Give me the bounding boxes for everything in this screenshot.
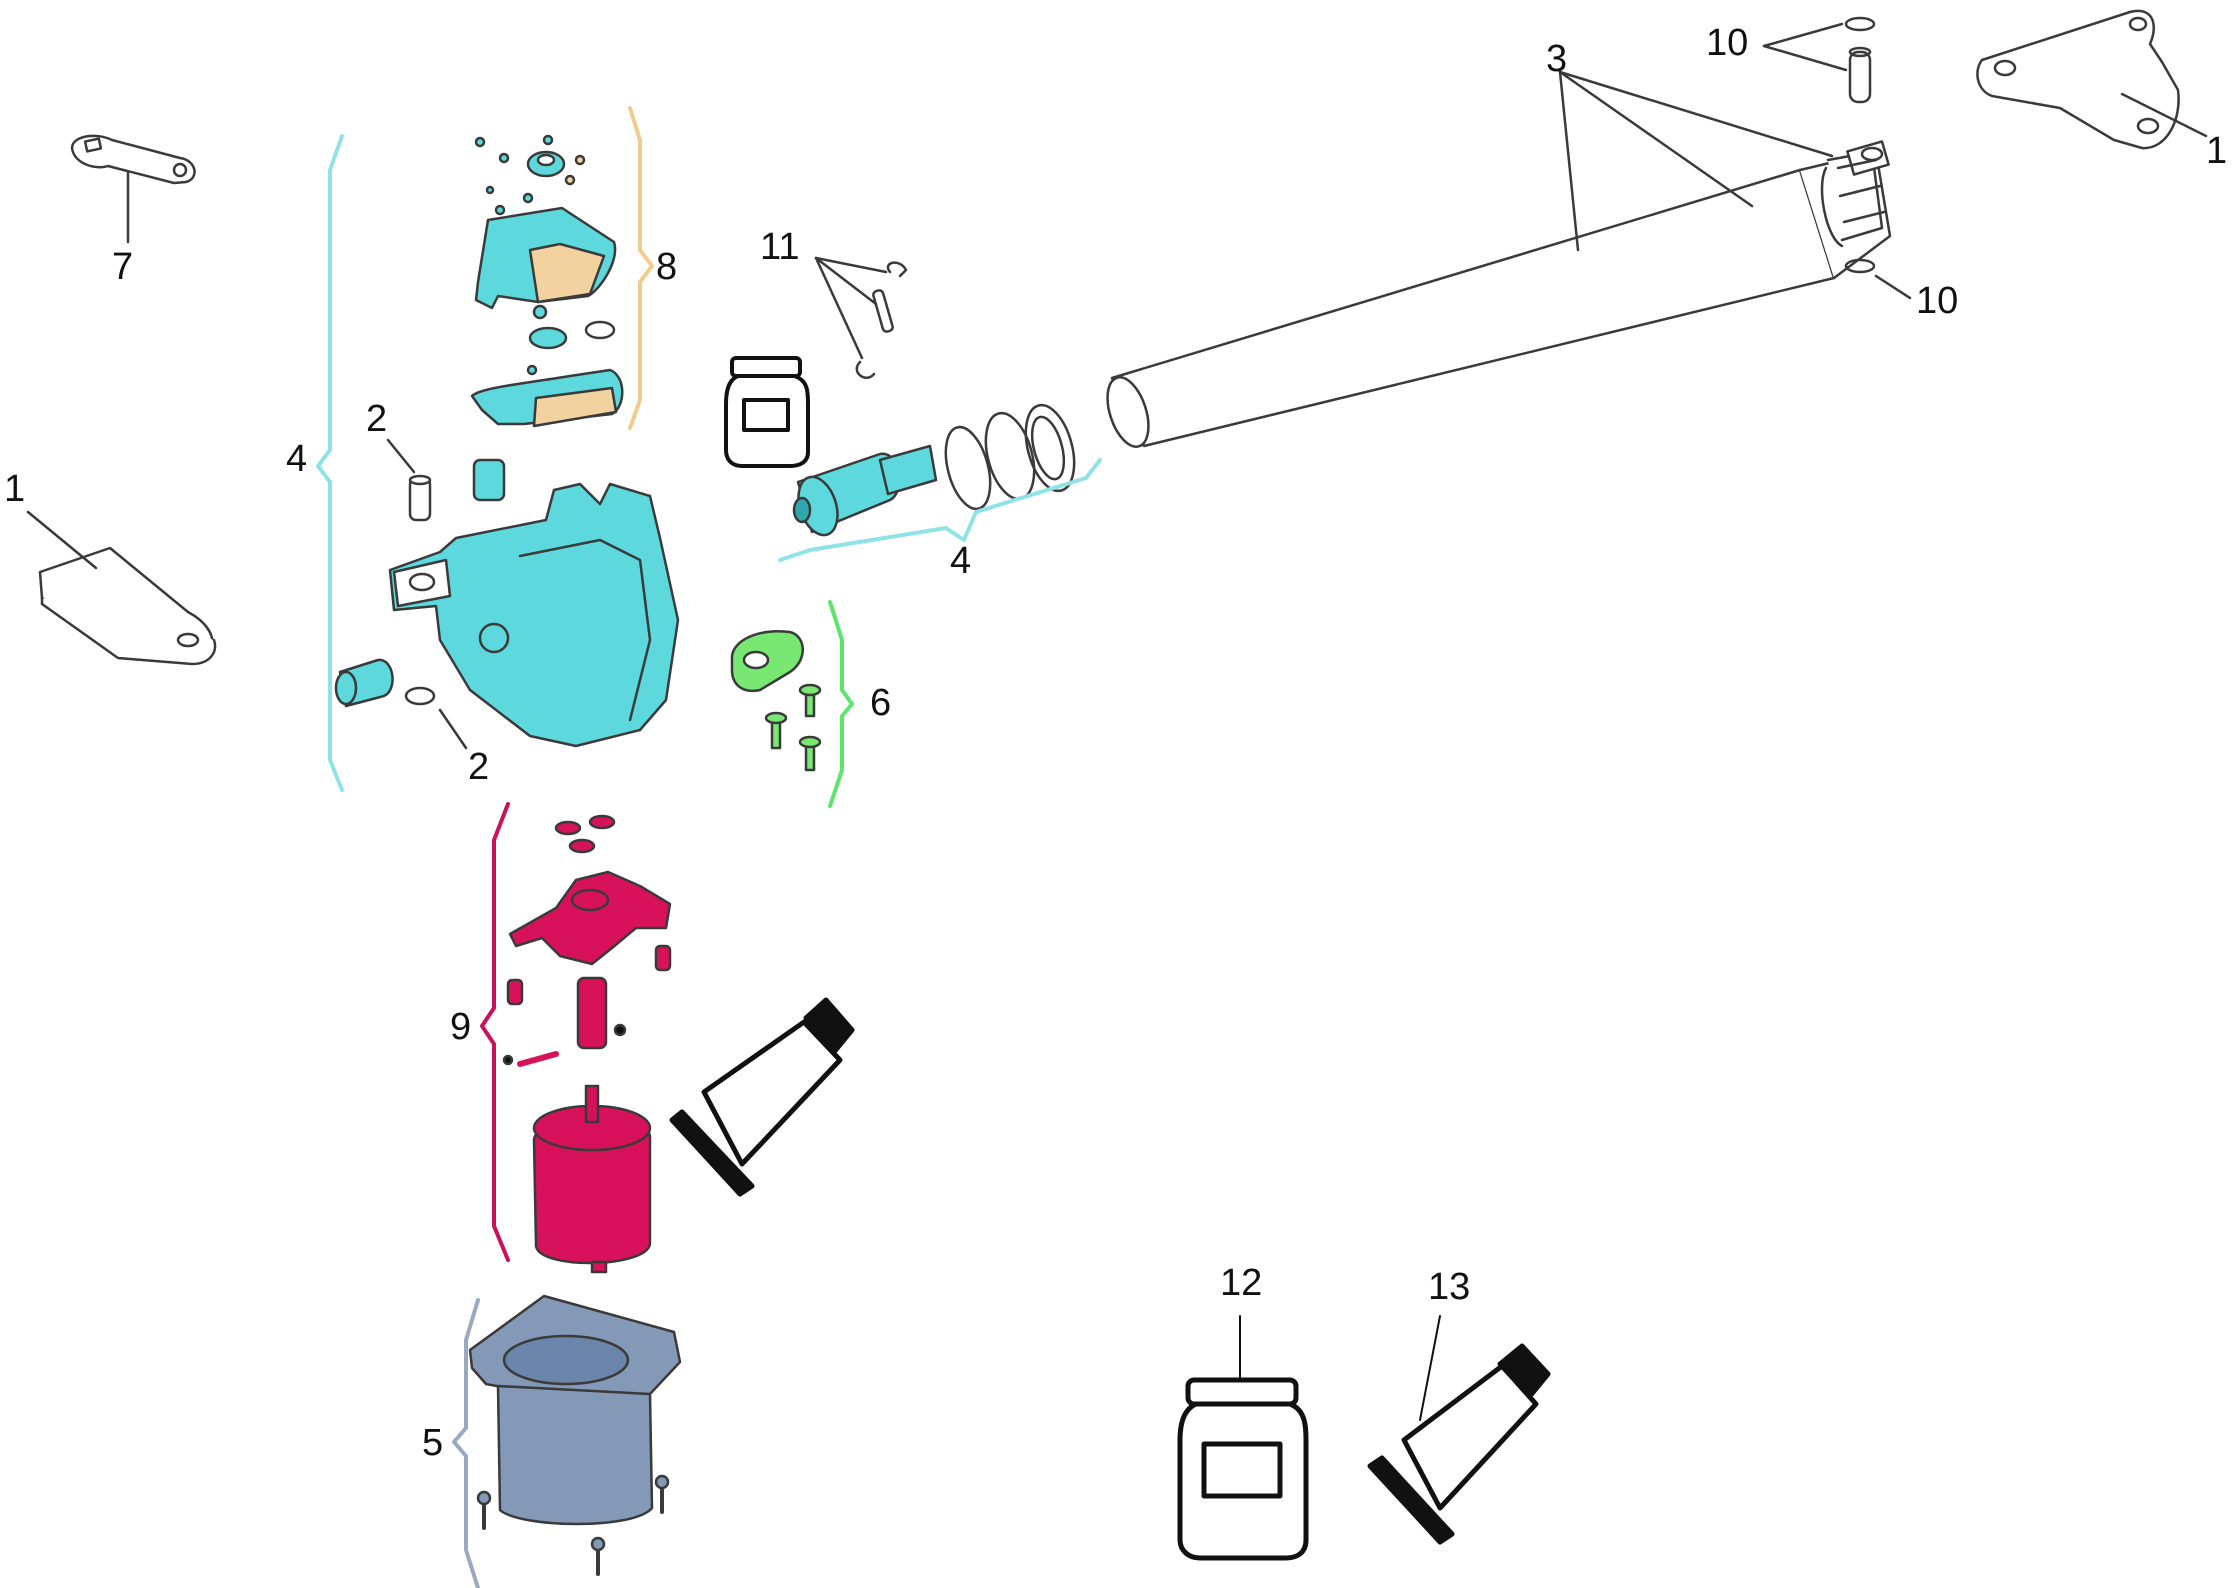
grease-jar-icon bbox=[724, 356, 810, 468]
base-cover bbox=[468, 1294, 682, 1576]
arm-bracket-right bbox=[1976, 9, 2208, 150]
pin-kit bbox=[1762, 16, 1912, 300]
brace-bracket bbox=[828, 600, 854, 808]
actuator-tube bbox=[1106, 70, 1892, 448]
callout-grease-tube: 13 bbox=[1428, 1266, 1471, 1308]
callout-pin-kit-top: 10 bbox=[1706, 22, 1749, 64]
callout-base-cover: 5 bbox=[422, 1422, 444, 1464]
callout-grease-jar: 12 bbox=[1220, 1262, 1263, 1304]
callout-actuator-tube: 3 bbox=[1546, 38, 1568, 80]
callout-motor-kit: 9 bbox=[450, 1006, 472, 1048]
motor-kit bbox=[502, 814, 672, 1274]
callout-housing-group: 4 bbox=[286, 438, 308, 480]
brace-housing bbox=[316, 134, 344, 792]
grease-tube-icon-large bbox=[1367, 1315, 1551, 1545]
gear-shaft-assembly bbox=[792, 403, 1076, 537]
clip-kit bbox=[814, 256, 908, 379]
callout-pin-kit-bottom: 10 bbox=[1916, 280, 1959, 322]
callout-seal-top: 2 bbox=[366, 398, 388, 440]
callout-arm-bracket-right: 1 bbox=[2206, 130, 2228, 172]
brace-gear bbox=[778, 458, 1102, 562]
callout-arm-bracket-left: 1 bbox=[4, 468, 26, 510]
bracket-kit bbox=[730, 630, 822, 772]
callout-gear-group: 4 bbox=[950, 540, 972, 582]
callout-release-key: 7 bbox=[112, 246, 134, 288]
seal-parts bbox=[386, 438, 468, 750]
brace-base bbox=[452, 1298, 480, 1588]
callout-limit-switch-kit: 8 bbox=[656, 246, 678, 288]
callout-seal-bottom: 2 bbox=[468, 746, 490, 788]
gearmotor-housing bbox=[334, 458, 680, 748]
callout-bracket-kit: 6 bbox=[870, 682, 892, 724]
arm-bracket-left bbox=[26, 510, 217, 666]
callout-clip-kit: 11 bbox=[760, 226, 800, 268]
grease-jar-icon-large bbox=[1177, 1377, 1309, 1561]
grease-tube-icon bbox=[669, 997, 855, 1197]
brace-switch bbox=[628, 106, 654, 430]
release-key bbox=[70, 134, 196, 244]
brace-motor bbox=[480, 802, 510, 1262]
limit-switch-kit bbox=[470, 134, 624, 428]
